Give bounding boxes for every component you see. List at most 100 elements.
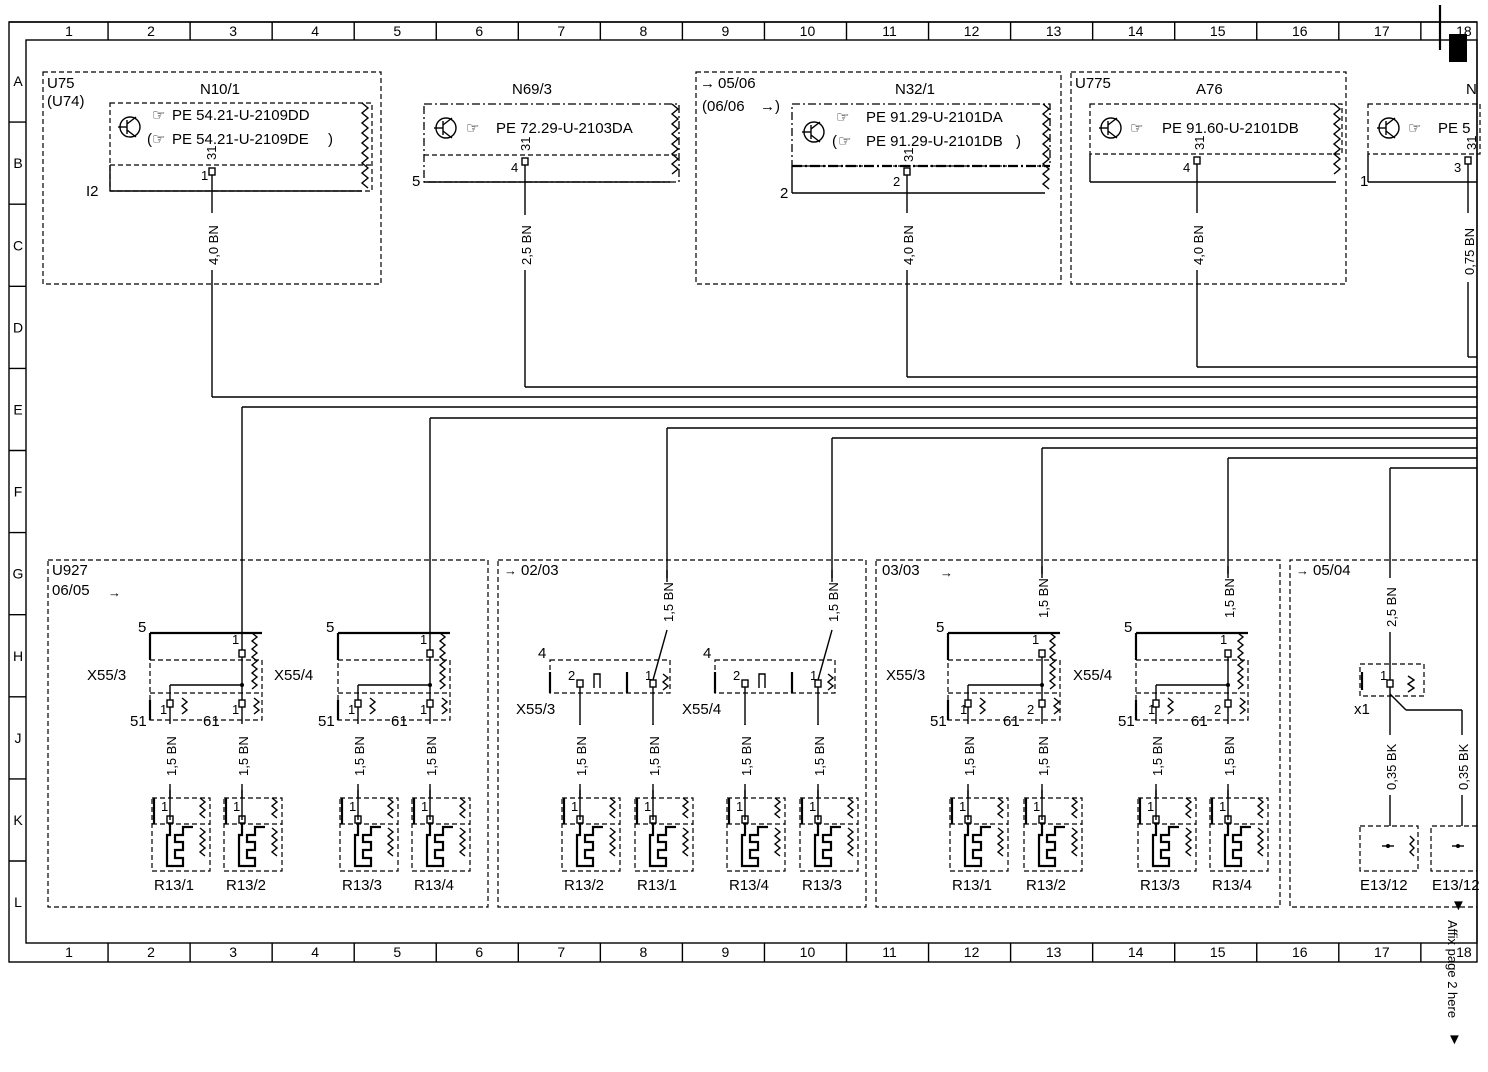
pin-label-31: 31 — [518, 137, 533, 151]
connector-x55-3[interactable]: X55/3 — [516, 701, 555, 718]
side-label-1: 1 — [1360, 173, 1368, 190]
frame-corner-marker — [1449, 34, 1467, 62]
svg-text:2: 2 — [1214, 702, 1221, 717]
svg-text:1: 1 — [959, 799, 966, 814]
svg-text:→): →) — [760, 98, 780, 115]
grid-row-label: D — [13, 319, 23, 335]
wire-label: 1,5 BN — [962, 736, 977, 776]
grid-row-label: K — [13, 812, 23, 828]
svg-text:51: 51 — [930, 713, 947, 730]
grid-col-label: 1 — [65, 944, 73, 960]
ref-pe-72-29[interactable]: PE 72.29-U-2103DA — [496, 120, 633, 137]
wire-label: 1,5 BN — [826, 582, 841, 622]
heater-group-1: U927 06/05 → 5 X55/3 X55/4 51 61 1 1 1 5… — [47, 559, 489, 908]
wire-label: 1,5 BN — [574, 736, 589, 776]
wire-label: 1,5 BN — [1222, 736, 1237, 776]
svg-text:4: 4 — [538, 645, 546, 662]
wire-label: 1,5 BN — [352, 736, 367, 776]
svg-text:61: 61 — [391, 713, 408, 730]
pin-number: 3 — [1454, 160, 1461, 175]
heater-label: R13/4 — [729, 877, 769, 894]
heater-group-4: → 05/04 2,5 BN 1 x1 0,35 BK 0,35 BK E13/… — [1289, 559, 1480, 908]
ground-bus — [212, 366, 1477, 650]
pin-label-31: 31 — [1192, 136, 1207, 150]
connector-x1[interactable]: x1 — [1354, 701, 1370, 718]
connector-x55-3[interactable]: X55/3 — [886, 667, 925, 684]
wire-label: 1,5 BN — [424, 736, 439, 776]
wire-label: 1,5 BN — [812, 736, 827, 776]
heater-label: R13/3 — [342, 877, 382, 894]
svg-text:51: 51 — [130, 713, 147, 730]
transistor-icon — [1099, 117, 1122, 139]
grid-row-label: A — [13, 73, 23, 89]
svg-text:1: 1 — [161, 799, 168, 814]
grid-row-label: H — [13, 648, 23, 664]
heater-label: R13/2 — [226, 877, 266, 894]
ref-partial[interactable]: PE 5 — [1438, 120, 1471, 137]
ref-pe-91-29-da[interactable]: PE 91.29-U-2101DA — [866, 109, 1003, 126]
wire-label: 1,5 BN — [647, 736, 662, 776]
grid-col-label: 18 — [1456, 23, 1472, 39]
grid-col-label: 4 — [311, 944, 319, 960]
svg-text:1: 1 — [233, 799, 240, 814]
connector-x55-4[interactable]: X55/4 — [274, 667, 313, 684]
svg-text:1: 1 — [420, 632, 427, 647]
heater-label: R13/1 — [154, 877, 194, 894]
grid-row-label: G — [13, 566, 24, 582]
connector-x55-3[interactable]: X55/3 — [87, 667, 126, 684]
pin-number: 4 — [511, 160, 518, 175]
grid-col-label: 16 — [1292, 944, 1308, 960]
affix-note-text: Affix page 2 here — [1445, 920, 1460, 1018]
svg-text:1: 1 — [809, 799, 816, 814]
side-label-2: 2 — [780, 185, 788, 202]
grid-col-label: 8 — [639, 944, 647, 960]
grid-col-label: 12 — [964, 23, 980, 39]
grid-col-label: 14 — [1128, 944, 1144, 960]
side-label-5: 5 — [412, 173, 420, 190]
transistor-icon — [118, 116, 141, 138]
grid-col-label: 11 — [882, 944, 897, 960]
wire-label: 1,5 BN — [1222, 578, 1237, 618]
group-label-u75: U75 — [47, 75, 75, 92]
grid-col-label: 10 — [800, 23, 816, 39]
wire-label: 4,0 BN — [206, 225, 221, 265]
module-n32-1: → 05/06 (06/06 →) N32/1 ☞ PE 91.29-U-210… — [695, 71, 1062, 377]
hand-pointer-icon: ☞ — [836, 109, 849, 126]
wire-label: 1,5 BN — [1150, 736, 1165, 776]
date-label-06-06: (06/06 — [702, 98, 745, 115]
connector-x55-4[interactable]: X55/4 — [682, 701, 721, 718]
grid-col-label: 18 — [1456, 944, 1472, 960]
heater-label: R13/3 — [802, 877, 842, 894]
grid-col-label: 17 — [1374, 944, 1390, 960]
transistor-icon — [1377, 117, 1400, 139]
svg-text:1: 1 — [348, 702, 355, 717]
hand-pointer-icon: ☞ — [152, 107, 165, 124]
svg-text:▼: ▼ — [1451, 897, 1466, 914]
ref-pe-91-60[interactable]: PE 91.60-U-2101DB — [1162, 120, 1299, 137]
ref-pe-54-21-dd[interactable]: PE 54.21-U-2109DD — [172, 107, 310, 124]
ref-pe-91-29-db[interactable]: PE 91.29-U-2101DB — [866, 133, 1003, 150]
grid-col-label: 2 — [147, 944, 155, 960]
svg-text:1: 1 — [1380, 668, 1387, 683]
transistor-icon — [434, 117, 457, 139]
arrow-icon: → — [940, 565, 953, 580]
wire-label: 1,5 BN — [1036, 736, 1051, 776]
grid-row-label: J — [15, 730, 22, 746]
svg-text:1: 1 — [571, 799, 578, 814]
heater-label: R13/4 — [414, 877, 454, 894]
svg-text:5: 5 — [138, 619, 146, 636]
svg-text:1: 1 — [736, 799, 743, 814]
svg-text:2: 2 — [568, 668, 575, 683]
svg-text:1: 1 — [1148, 702, 1155, 717]
hand-pointer-icon: ☞ — [838, 133, 851, 150]
ref-pe-54-21-de[interactable]: PE 54.21-U-2109DE — [172, 131, 309, 148]
connector-x55-4[interactable]: X55/4 — [1073, 667, 1112, 684]
grid-col-label: 7 — [557, 944, 565, 960]
group-date: 02/03 — [521, 562, 559, 579]
grid-col-label: 13 — [1046, 944, 1062, 960]
